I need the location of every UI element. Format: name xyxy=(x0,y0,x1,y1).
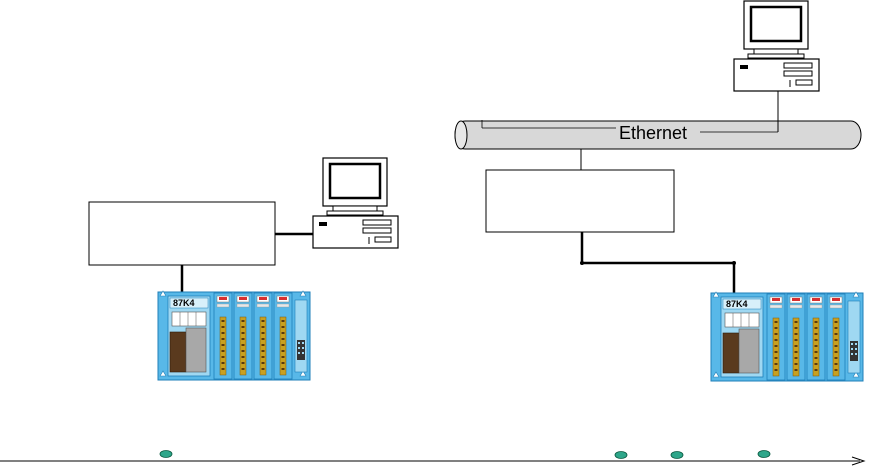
right-controller-box xyxy=(485,169,675,233)
ethernet-label: Ethernet xyxy=(619,123,687,143)
top-computer-icon xyxy=(732,0,821,93)
arrow-head-icon xyxy=(851,456,866,466)
right-io-model-label: 87K4 xyxy=(726,299,748,309)
timeline-marker-icon xyxy=(614,451,628,459)
ethernet-cable-icon xyxy=(454,120,862,150)
left-io-rack-icon: 87K4 xyxy=(158,291,310,380)
right-rack-link xyxy=(580,232,736,296)
timeline-marker-icon xyxy=(159,450,173,458)
left-io-model-label: 87K4 xyxy=(173,298,195,308)
timeline-marker-icon xyxy=(670,451,684,459)
right-io-rack-icon: 87K4 xyxy=(711,292,863,381)
left-controller-box xyxy=(88,201,276,266)
timeline-marker-icon xyxy=(757,450,771,458)
left-computer-icon xyxy=(311,156,400,250)
